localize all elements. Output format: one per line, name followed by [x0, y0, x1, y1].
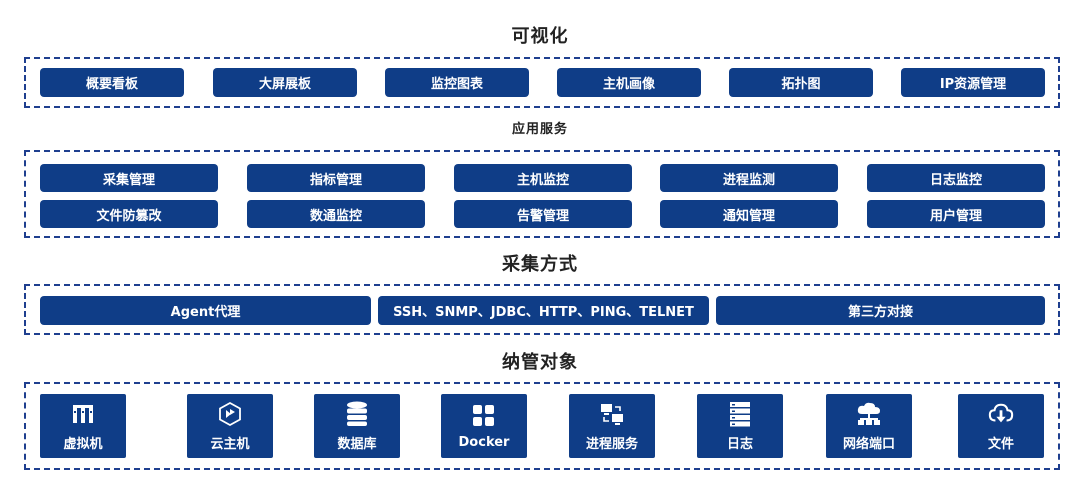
tile-label: 虚拟机 [63, 436, 103, 452]
process-icon [599, 401, 625, 427]
tile-label: Docker [458, 434, 510, 450]
app-services-title: 应用服务 [511, 122, 568, 137]
btn-agent[interactable]: Agent代理 [40, 296, 371, 325]
btn-host-profile[interactable]: 主机画像 [557, 68, 701, 97]
vm-icon [70, 401, 96, 427]
btn-notification-mgmt[interactable]: 通知管理 [660, 200, 838, 228]
tile-process-service[interactable]: 进程服务 [569, 394, 655, 458]
btn-third-party[interactable]: 第三方对接 [716, 296, 1045, 325]
tile-log[interactable]: 日志 [697, 394, 783, 458]
app-services-frame [24, 150, 1060, 238]
tile-database[interactable]: 数据库 [314, 394, 400, 458]
tile-file[interactable]: 文件 [958, 394, 1044, 458]
collection-title: 采集方式 [502, 254, 578, 275]
visualization-title: 可视化 [511, 26, 569, 47]
tile-label: 进程服务 [585, 436, 638, 452]
btn-overview-board[interactable]: 概要看板 [40, 68, 184, 97]
btn-alert-mgmt[interactable]: 告警管理 [454, 200, 632, 228]
btn-collection-mgmt[interactable]: 采集管理 [40, 164, 218, 192]
btn-ip-management[interactable]: IP资源管理 [901, 68, 1045, 97]
tile-docker[interactable]: Docker [441, 394, 527, 458]
btn-process-monitor[interactable]: 进程监测 [660, 164, 838, 192]
visualization-frame [24, 57, 1060, 108]
tile-label: 网络端口 [842, 436, 895, 452]
cloud-host-icon [217, 401, 243, 427]
collection-frame [24, 284, 1060, 335]
tile-network-port[interactable]: 网络端口 [826, 394, 912, 458]
tile-label: 日志 [726, 436, 753, 452]
btn-log-monitor[interactable]: 日志监控 [867, 164, 1045, 192]
btn-topology[interactable]: 拓扑图 [729, 68, 873, 97]
tile-label: 数据库 [337, 436, 377, 452]
tile-label: 文件 [987, 436, 1014, 452]
btn-protocols[interactable]: SSH、SNMP、JDBC、HTTP、PING、TELNET [378, 296, 709, 325]
btn-datacom-monitor[interactable]: 数通监控 [247, 200, 425, 228]
btn-metric-mgmt[interactable]: 指标管理 [247, 164, 425, 192]
btn-user-mgmt[interactable]: 用户管理 [867, 200, 1045, 228]
tile-cloud-host[interactable]: 云主机 [187, 394, 273, 458]
btn-file-tamper-protect[interactable]: 文件防篡改 [40, 200, 218, 228]
btn-monitor-charts[interactable]: 监控图表 [385, 68, 529, 97]
managed-objects-frame [24, 382, 1060, 470]
tile-vm[interactable]: 虚拟机 [40, 394, 126, 458]
log-icon [727, 401, 753, 427]
docker-icon [471, 403, 497, 429]
file-cloud-icon [988, 401, 1014, 427]
network-port-icon [856, 401, 882, 427]
managed-objects-title: 纳管对象 [502, 352, 578, 373]
btn-host-monitor[interactable]: 主机监控 [454, 164, 632, 192]
database-icon [344, 401, 370, 427]
btn-bigscreen-board[interactable]: 大屏展板 [213, 68, 357, 97]
tile-label: 云主机 [210, 436, 250, 452]
